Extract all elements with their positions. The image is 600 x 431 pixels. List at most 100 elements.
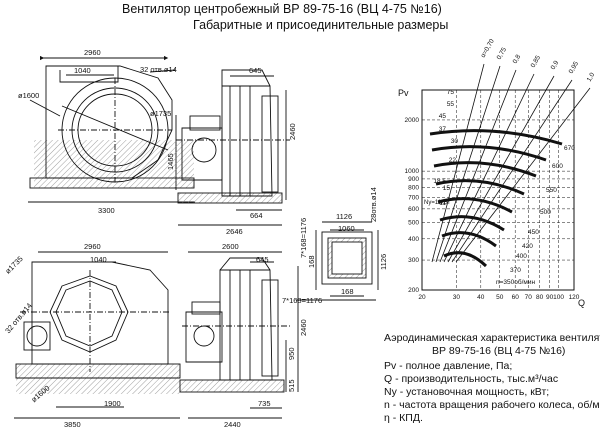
dim-top-dia-outlet: ø1600 [18,91,40,100]
dim-bottom-length: 3850 [64,420,81,429]
chart-n-label: n=350об/мин [496,278,535,286]
chart-y-tick: 1000 [405,168,420,175]
chart-rpm-label: 400 [516,253,527,260]
chart-x-tick: 50 [496,294,504,301]
chart-x-tick: 20 [418,294,426,301]
dim-flange-top-inner: 1060 [338,224,355,233]
top-side-view [176,69,290,226]
chart-rpm-label: 420 [522,243,533,250]
dim-bottom-side-b: 2440 [224,420,241,429]
legend-pv: Pv - полное давление, Па; [384,360,513,372]
chart-y-tick: 500 [408,219,419,226]
dim-bottom-side-h2: 515 [287,379,296,392]
chart-power-label: 45 [439,113,447,120]
chart-y-tick: 900 [408,176,419,183]
chart-power-label: 75 [447,89,455,96]
dim-flange-side-1126: 1126 [379,253,388,270]
chart-rpm-label: 450 [528,229,539,236]
chart-rpm-label: 500 [540,209,551,216]
chart-x-tick: 120 [569,294,580,301]
chart-y-tick: 400 [408,236,419,243]
chart-x-label: Q [578,298,585,308]
chart-x-tick: 70 [525,294,533,301]
chart-power-label: 55 [447,101,455,108]
top-front-view [28,55,195,203]
chart-ray-label: 0,95 [568,60,581,75]
outlet-flange [296,221,379,301]
chart-power-label: 37 [439,126,447,133]
chart-rpm-curve [433,161,537,178]
dim-bottom-side-a: 735 [258,399,271,408]
legend-ny: Ny - установочная мощность, кВт; [384,386,550,398]
chart-rpm-curve [435,179,525,196]
chart-ray [451,79,573,263]
dim-top-length: 3300 [98,206,115,215]
dim-flange-side-168: 168 [307,255,316,268]
dim-top-height-axis: 1465 [166,153,175,170]
dim-top-inner: 1040 [74,66,91,75]
dim-flange-top-outer: 1126 [336,212,353,221]
chart-rpm-label: 600 [552,163,563,170]
bottom-front-view [14,251,181,419]
chart-rpm-curve [439,215,505,232]
chart-x-tick: 40 [477,294,485,301]
dim-flange-left-v: 7*168=1176 [299,217,308,258]
chart-ray [439,69,517,263]
chart-ray-label: 0,85 [530,54,543,69]
chart-y-tick: 700 [408,194,419,201]
chart-ny-label: Ny=11кВт [424,200,450,206]
chart-rpm-label: 550 [546,187,557,194]
chart-rpm-curve [441,231,497,248]
chart-rpm-label: 370 [510,267,521,274]
bottom-side-view [179,251,299,419]
chart-ray-label: α=0,70 [480,38,496,59]
legend-n: n - частота вращения рабочего колеса, об… [384,399,600,411]
chart-rpm-curve [429,129,563,146]
chart-x-tick: 90 [546,294,554,301]
chart-power-label: 30 [451,138,459,145]
dim-bottom-mid: 1900 [104,399,121,408]
dim-top-side-width: 645 [249,66,262,75]
chart-y-tick: 800 [408,185,419,192]
legend-q: Q - производительность, тыс.м³/час [384,373,559,385]
chart-ray [443,73,535,263]
dim-bottom-side-right: 645 [256,255,269,264]
chart-power-label: 15 [443,185,451,192]
legend-title-1: Аэродинамическая характеристика вентилят… [384,332,600,344]
chart-ray [447,75,555,263]
chart-y-tick: 600 [408,206,419,213]
page-title: Вентилятор центробежный ВР 89-75-16 (ВЦ … [122,2,442,16]
dim-top-holes: 32 отв.ø14 [140,65,177,74]
chart-rpm-curves [429,129,563,268]
chart-x-tick: 30 [453,294,461,301]
chart-x-tick: 80 [536,294,544,301]
dim-top-side-bottom-a: 664 [250,211,263,220]
chart-rpm-curve [443,251,488,268]
chart-y-tick: 200 [408,287,419,294]
chart-ray-label: 0,8 [512,53,523,65]
chart-power-label: 22 [449,157,457,164]
chart-ray [455,87,591,263]
chart-power-label: 11 [439,200,446,207]
chart-y-label: Pv [398,88,409,98]
dim-bottom-side-width: 2600 [222,242,239,251]
dim-top-side-bottom-b: 2646 [226,227,243,236]
dim-top-side-height: 2460 [288,123,297,140]
dim-top-dia-inner: ø1735 [150,109,172,118]
chart-ray-label: 1,0 [586,71,597,83]
chart-rpm-curve [431,145,547,162]
dim-flange-bottom-outer: 7*168=1176 [282,296,323,305]
legend-title-2: ВР 89-75-16 (ВЦ 4-75 №16) [432,345,566,357]
chart-x-tick: 100 [553,294,564,301]
chart-y-tick: 2000 [405,117,420,124]
dim-bottom-inner: 1040 [90,255,107,264]
chart-y-tick: 300 [408,257,419,264]
chart-power-label: 18,5 [433,178,446,185]
dim-bottom-side-height: 2460 [299,319,308,336]
chart-x-tick: 60 [512,294,520,301]
chart-ray-label: 0,75 [496,46,509,61]
